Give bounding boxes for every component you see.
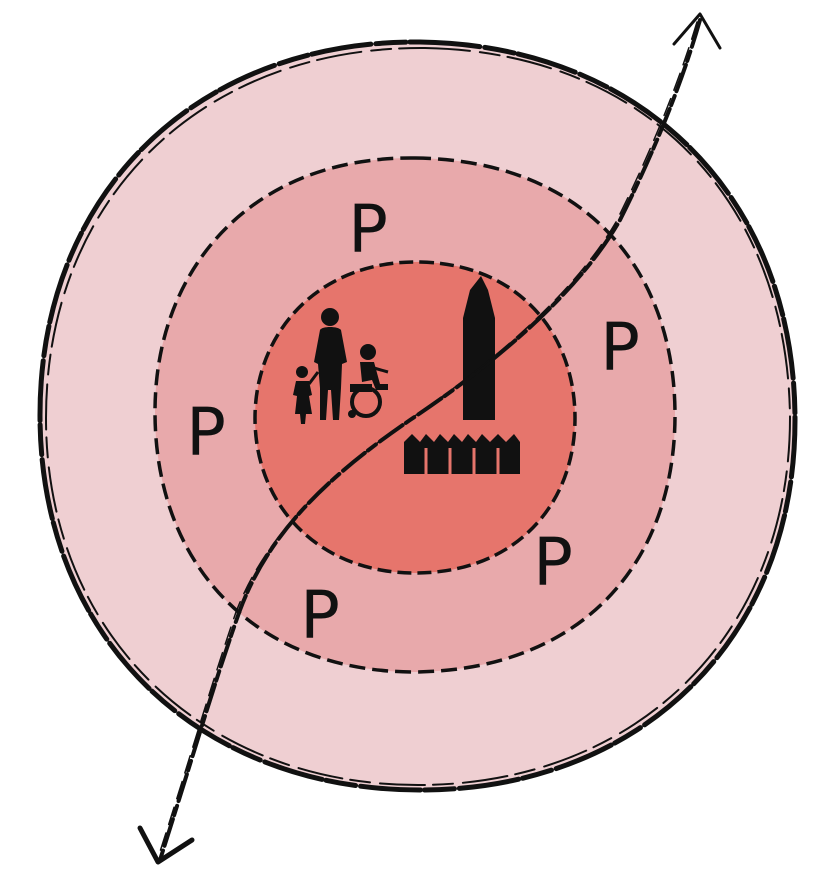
- parking-label: P: [348, 191, 388, 268]
- through-road-arrow-icon: [137, 12, 722, 865]
- inner-zone-border: [253, 260, 577, 575]
- parking-label: P: [186, 394, 226, 471]
- shop-separators: [424, 448, 500, 474]
- outer-zone-border: [37, 39, 798, 793]
- shops-icon: [404, 434, 520, 474]
- parking-labels: P P P P P: [186, 191, 640, 654]
- outer-zone-border-sketch: [44, 46, 792, 787]
- arrowhead-top: [672, 12, 722, 50]
- pedestrians-icon: [293, 308, 389, 424]
- middle-zone-border: [153, 156, 677, 674]
- church-tower-icon: [463, 276, 495, 420]
- parking-label: P: [600, 309, 640, 386]
- parking-label: P: [533, 524, 573, 601]
- arrowhead-bottom: [137, 825, 195, 865]
- route-line-sketch: [157, 21, 698, 859]
- parking-label: P: [300, 577, 340, 654]
